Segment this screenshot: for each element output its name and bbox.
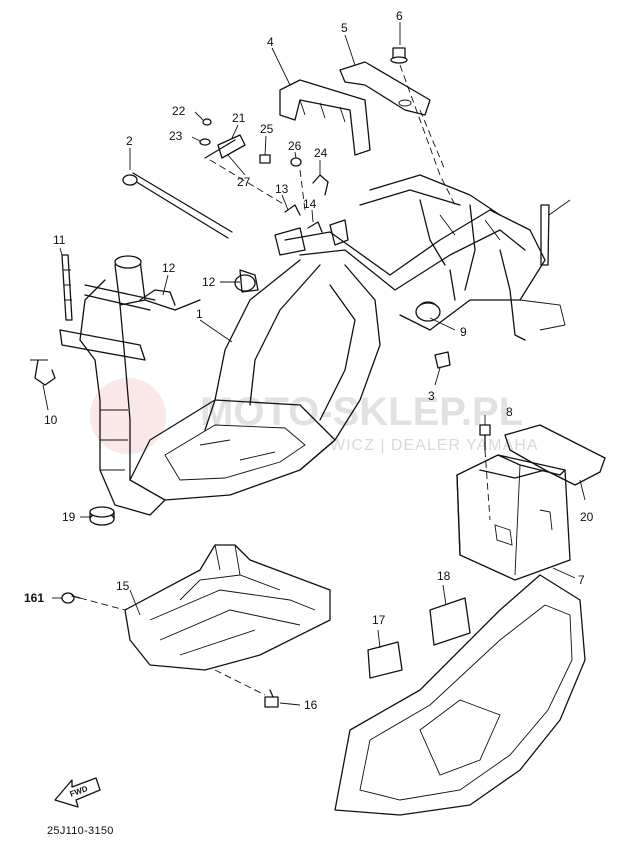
dash-8 xyxy=(484,449,491,521)
label-sticker-18 xyxy=(429,597,471,646)
dash-small xyxy=(209,159,286,206)
callout-4: 4 xyxy=(267,35,274,49)
callout-23: 23 xyxy=(169,129,183,143)
strap-11 xyxy=(61,254,73,321)
callout-21: 21 xyxy=(232,111,246,125)
bolt-6 xyxy=(390,47,408,64)
callout-161: 161 xyxy=(24,591,44,605)
callout-8: 8 xyxy=(506,405,513,419)
callout-20: 20 xyxy=(580,510,594,524)
callout-18: 18 xyxy=(437,569,451,583)
callout-7: 7 xyxy=(578,573,585,587)
callout-1: 1 xyxy=(196,307,203,321)
under-tray xyxy=(124,544,331,671)
dash-16 xyxy=(214,669,266,696)
side-cover xyxy=(334,574,586,816)
long-bolt xyxy=(122,172,233,239)
bracket-4 xyxy=(279,79,371,156)
dash-6 xyxy=(399,64,456,206)
label-sticker-17 xyxy=(367,641,403,679)
callout-17: 17 xyxy=(372,613,386,627)
nut-3 xyxy=(434,351,451,369)
bolt-16 xyxy=(264,689,279,708)
callout-16: 16 xyxy=(304,698,318,712)
fwd-arrow-icon: FWD xyxy=(54,777,101,808)
strap-right xyxy=(540,199,571,266)
callouts: 1 2 3 4 5 6 7 8 9 10 11 12 12 13 14 15 1… xyxy=(24,9,594,712)
leader-lines xyxy=(42,22,586,706)
mount-9 xyxy=(415,302,441,322)
callout-15: 15 xyxy=(116,579,130,593)
callout-14: 14 xyxy=(303,197,317,211)
callout-2: 2 xyxy=(126,134,133,148)
clamp-12 xyxy=(139,269,259,306)
callout-6: 6 xyxy=(396,9,403,23)
callout-12-left: 12 xyxy=(162,261,176,275)
callout-26: 26 xyxy=(288,139,302,153)
callout-5: 5 xyxy=(341,21,348,35)
callout-10: 10 xyxy=(44,413,58,427)
bracket-5 xyxy=(339,61,431,116)
diagram-code: 25J110-3150 xyxy=(47,825,114,837)
battery-cover xyxy=(504,424,606,486)
watermark-logo-icon xyxy=(90,378,166,454)
callout-25: 25 xyxy=(260,122,274,136)
watermark-subtext: WICZ | DEALER YAMAHA xyxy=(330,437,538,454)
bolt-8 xyxy=(479,424,491,451)
callout-13: 13 xyxy=(275,182,289,196)
callout-3: 3 xyxy=(428,389,435,403)
battery-box xyxy=(456,454,571,581)
bolt-161 xyxy=(61,592,81,604)
damper-19 xyxy=(89,506,115,526)
callout-22: 22 xyxy=(172,104,186,118)
callout-19: 19 xyxy=(62,510,76,524)
watermark: MOTO-SKLEP.PL WICZ | DEALER YAMAHA xyxy=(90,378,538,454)
callout-11: 11 xyxy=(53,233,66,247)
callout-9: 9 xyxy=(460,325,467,339)
callout-27: 27 xyxy=(237,175,251,189)
dash-5 xyxy=(419,109,446,171)
callout-24: 24 xyxy=(314,146,328,160)
dash-26 xyxy=(299,169,306,211)
callout-12-right: 12 xyxy=(202,275,216,289)
clamp-10 xyxy=(30,359,56,386)
dash-161 xyxy=(79,597,126,611)
